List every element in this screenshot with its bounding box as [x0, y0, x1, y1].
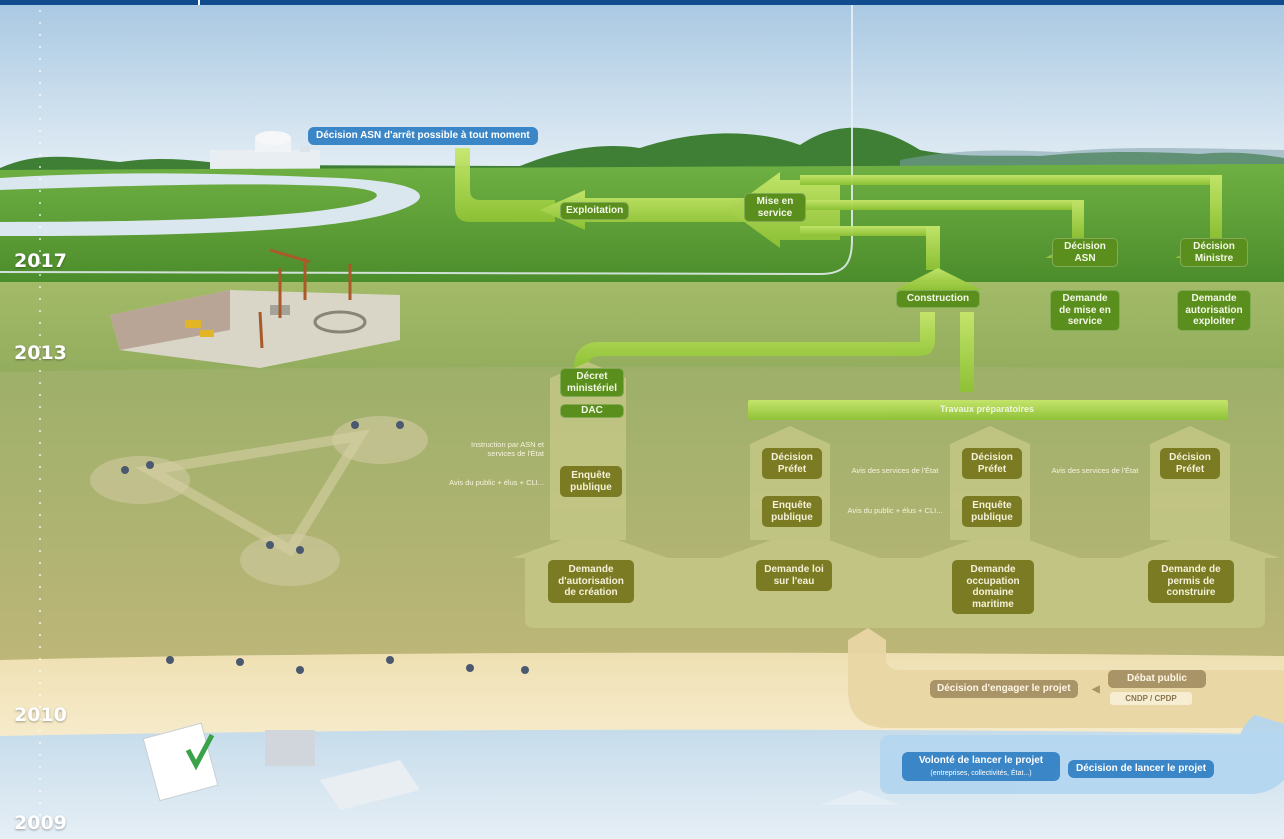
enquete-publique-eau-box: Enquête publique: [762, 496, 822, 527]
decision-prefet-2-box: Décision Préfet: [962, 448, 1022, 479]
mise-en-service-box: Mise en service: [744, 193, 806, 222]
sky: [0, 0, 1284, 175]
cndp-cpdp-label: CNDP / CPDP: [1110, 692, 1192, 706]
year-2010: 2010: [14, 704, 67, 726]
decision-lancer-projet-box: Décision de lancer le projet: [1068, 760, 1215, 778]
public-meeting-illustration: [90, 416, 529, 674]
decret-ministeriel-box: Décret ministériel: [560, 368, 624, 397]
instruction-asn-note: Instruction par ASN et services de l'Éta…: [471, 440, 544, 458]
demande-loi-eau-box: Demande loi sur l'eau: [756, 560, 832, 591]
power-plant-icon: [210, 131, 320, 172]
demande-mise-en-service-box: Demande de mise en service: [1050, 290, 1120, 331]
debat-public-box: Débat public: [1108, 670, 1206, 688]
demande-autorisation-exploiter-box: Demande autorisation exploiter: [1177, 290, 1251, 331]
volonte-lancer-projet-box: Volonté de lancer le projet (entreprises…: [902, 752, 1060, 781]
asn-stop-decision-banner: Décision ASN d'arrêt possible à tout mom…: [308, 127, 538, 145]
year-2013: 2013: [14, 342, 67, 364]
arrow-right-icon: ▶: [1052, 760, 1060, 771]
volonte-sub-label: (entreprises, collectivités, État...): [930, 769, 1032, 777]
demande-permis-construire-box: Demande de permis de construire: [1148, 560, 1234, 603]
header-bar: [0, 0, 1284, 5]
header-tick: [198, 0, 200, 5]
flow-arrows: [455, 148, 1245, 420]
avis-public-note: Avis du public + élus + CLI...: [847, 506, 943, 515]
demande-autorisation-creation-box: Demande d'autorisation de création: [548, 560, 634, 603]
year-2009: 2009: [14, 812, 67, 834]
decision-prefet-3-box: Décision Préfet: [1160, 448, 1220, 479]
avis-services-etat-note-2: Avis des services de l'État: [1051, 466, 1139, 475]
grass-plateau: [0, 164, 1284, 282]
exploitation-box: Exploitation: [560, 202, 630, 220]
decision-prefet-1-box: Décision Préfet: [762, 448, 822, 479]
meeting-table-illustration: [265, 730, 420, 810]
arrow-left-icon: ◀: [1092, 684, 1100, 695]
avis-services-etat-note-1: Avis des services de l'État: [851, 466, 939, 475]
demande-domaine-maritime-box: Demande occupation domaine maritime: [952, 560, 1034, 614]
construction-box: Construction: [896, 290, 980, 308]
decision-ministre-box: Décision Ministre: [1180, 238, 1248, 267]
river: [0, 173, 420, 236]
avis-public-creation-note: Avis du public + élus + CLI...: [449, 478, 544, 487]
construction-site-illustration: [110, 248, 400, 368]
enquete-publique-creation-box: Enquête publique: [560, 466, 622, 497]
enquete-publique-maritime-box: Enquête publique: [962, 496, 1022, 527]
volonte-label: Volonté de lancer le projet: [918, 755, 1044, 766]
travaux-preparatoires-label: Travaux préparatoires: [939, 404, 1035, 414]
phase-boundary-2017: [0, 0, 853, 276]
decision-asn-box: Décision ASN: [1052, 238, 1118, 267]
decision-engager-projet-box: Décision d'engager le projet: [930, 680, 1078, 698]
dac-box: DAC: [560, 404, 624, 418]
document-illustration: [142, 722, 219, 802]
year-2017: 2017: [14, 250, 67, 272]
